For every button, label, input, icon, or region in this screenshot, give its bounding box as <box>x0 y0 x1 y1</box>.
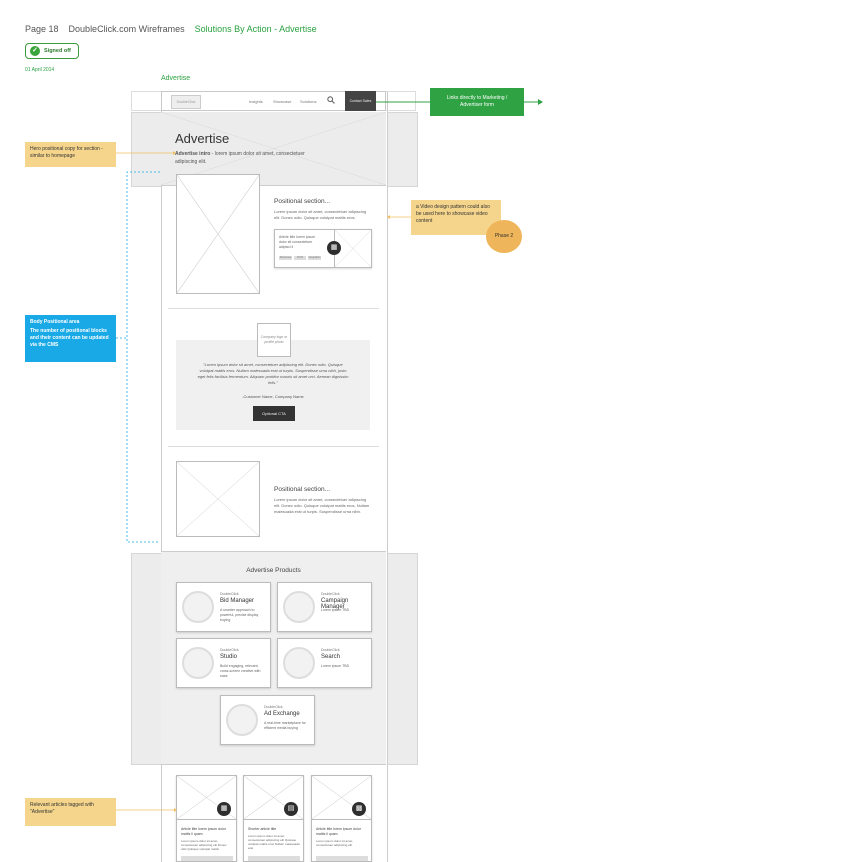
document-icon: ▤ <box>284 802 298 816</box>
product-desc: Build engaging, relevant, cross-screen c… <box>220 664 261 678</box>
hero-intro-text: - lorem ipsum dolor sit amet, consectetu… <box>175 151 305 165</box>
product-name: Bid Manager <box>220 598 255 604</box>
chart-icon: ▦ <box>217 802 231 816</box>
page-number: Page 18 <box>25 24 59 34</box>
product-thumbnail <box>182 647 214 679</box>
article-title: Article title lorem ipsum dolor mattis l… <box>316 827 361 836</box>
hero-section <box>161 112 386 186</box>
section2-title: Positional section... <box>274 486 331 493</box>
product-desc: Lorem ipsum TBD <box>321 608 350 612</box>
section-name: Solutions By Action - Advertise <box>194 24 317 34</box>
product-desc: Lorem ipsum TBD <box>321 664 350 668</box>
calendar-icon: ▩ <box>352 802 366 816</box>
top-nav <box>161 91 386 111</box>
products-bleed-left <box>131 553 163 765</box>
product-brand: DoubleClick <box>321 592 340 596</box>
product-brand: DoubleClick <box>321 648 340 652</box>
doc-header: Page 18 DoubleClick.com Wireframes Solut… <box>25 24 317 34</box>
product-desc: A smarter approach to powerful, precise … <box>220 608 259 622</box>
article-title: Article title lorem ipsum dolor mattis l… <box>181 827 226 836</box>
article-card[interactable]: ▦ Article title lorem ipsum dolor mattis… <box>176 775 237 862</box>
nav-logo[interactable]: DoubleClick <box>171 95 201 109</box>
hero-image-placeholder <box>161 112 386 185</box>
status-date: 01 April 2014 <box>25 67 55 73</box>
optional-cta-button[interactable]: Optional CTA <box>253 406 295 421</box>
section1-article-text: Article title lorem ipsum dolor sit cons… <box>279 235 316 249</box>
hero-bleed-left <box>131 112 163 187</box>
note-articles: Relevant articles tagged with "Advertise… <box>25 798 116 826</box>
article-tags[interactable] <box>248 856 300 861</box>
product-name: Search <box>321 654 341 660</box>
section-divider <box>168 446 379 447</box>
product-brand: DoubleClick <box>220 592 239 596</box>
project-name: DoubleClick.com Wireframes <box>68 24 185 34</box>
page-title: Advertise <box>161 75 191 82</box>
section2-body: Lorem ipsum dolor sit amet, consectetuer… <box>274 497 370 514</box>
note-video: a Video design pattern could also be use… <box>411 200 501 235</box>
testimonial-author: -Customer Name, Company Name <box>242 394 304 399</box>
product-brand: DoubleClick <box>220 648 239 652</box>
section2-image <box>176 461 260 537</box>
product-card-studio[interactable]: DoubleClick Studio Build engaging, relev… <box>176 638 271 688</box>
hero-title: Advertise <box>175 131 230 146</box>
note-body-text: The number of positional blocks and thei… <box>30 328 109 348</box>
nav-item-insights[interactable]: Insights <box>249 99 263 104</box>
chart-icon: ▦ <box>327 241 341 255</box>
contact-sales-button[interactable]: Contact Sales <box>345 91 376 111</box>
nav-item-solutions[interactable]: Solutions <box>300 99 317 104</box>
product-name: Campaign Manager <box>321 598 349 610</box>
article-title: Shorter article title <box>248 827 277 831</box>
company-logo-label: Company logo or profile photo <box>260 335 288 344</box>
products-bleed-right <box>386 553 418 765</box>
article-card[interactable]: ▤ Shorter article title Lorem ipsum dolo… <box>243 775 304 862</box>
tag-chip[interactable]: Integration <box>308 256 321 260</box>
product-name: Studio <box>220 654 238 660</box>
nav-item-showcase[interactable]: Showcase <box>273 99 292 104</box>
nav-bleed-left <box>131 91 161 111</box>
article-card[interactable]: ▩ Article title lorem ipsum dolor mattis… <box>311 775 372 862</box>
products-title: Advertise Products <box>246 567 301 574</box>
hero-intro: Advertise intro - lorem ipsum dolor sit … <box>175 150 325 166</box>
status-badge: ✓ Signed off <box>25 43 79 59</box>
note-body-title: Body Positional area <box>30 319 80 325</box>
product-desc: A real-time marketplace for efficient me… <box>264 721 306 730</box>
product-brand: DoubleClick <box>264 705 283 709</box>
product-card-campaign-manager[interactable]: DoubleClick Campaign Manager Lorem ipsum… <box>277 582 372 632</box>
section1-title: Positional section... <box>274 198 331 205</box>
note-contact-link: Links directly to Marketing / Advertiser… <box>430 88 524 116</box>
product-name: Ad Exchange <box>264 711 300 717</box>
article-body: Lorem ipsum dolor sit amet, consectetuer… <box>316 839 354 847</box>
article-tags[interactable] <box>316 856 368 861</box>
status-label: Signed off <box>44 48 71 54</box>
tag-chip[interactable]: Showcase <box>279 256 292 260</box>
product-thumbnail <box>283 647 315 679</box>
phase-badge: Phase 2 <box>486 220 522 253</box>
check-icon: ✓ <box>30 46 40 56</box>
tag-chip[interactable]: DCM <box>294 256 306 260</box>
section1-image <box>176 174 260 294</box>
company-logo-placeholder: Company logo or profile photo <box>257 323 291 357</box>
search-icon[interactable] <box>327 96 335 104</box>
article-body: Lorem ipsum dolor sit amet consectetuer … <box>248 834 300 850</box>
note-hero: Hero positional copy for section - simil… <box>25 142 116 167</box>
product-card-search[interactable]: DoubleClick Search Lorem ipsum TBD <box>277 638 372 688</box>
product-card-ad-exchange[interactable]: DoubleClick Ad Exchange A real-time mark… <box>220 695 315 745</box>
hero-bleed-right <box>386 112 418 187</box>
hero-intro-bold: Advertise intro <box>175 151 211 157</box>
product-thumbnail <box>182 591 214 623</box>
note-body-area: Body Positional area The number of posit… <box>25 315 116 362</box>
testimonial-quote: "Lorem ipsum dolor sit amet, consectetue… <box>197 362 349 385</box>
product-thumbnail <box>283 591 315 623</box>
product-card-bid-manager[interactable]: DoubleClick Bid Manager A smarter approa… <box>176 582 271 632</box>
article-body: Lorem ipsum dolor sit amet, consectetuer… <box>181 839 227 851</box>
article-tags[interactable] <box>181 856 233 861</box>
section1-body: Lorem ipsum dolor sit amet, consectetuer… <box>274 209 367 220</box>
section-divider <box>168 308 379 309</box>
product-thumbnail <box>226 704 258 736</box>
nav-bleed-right <box>386 91 416 111</box>
